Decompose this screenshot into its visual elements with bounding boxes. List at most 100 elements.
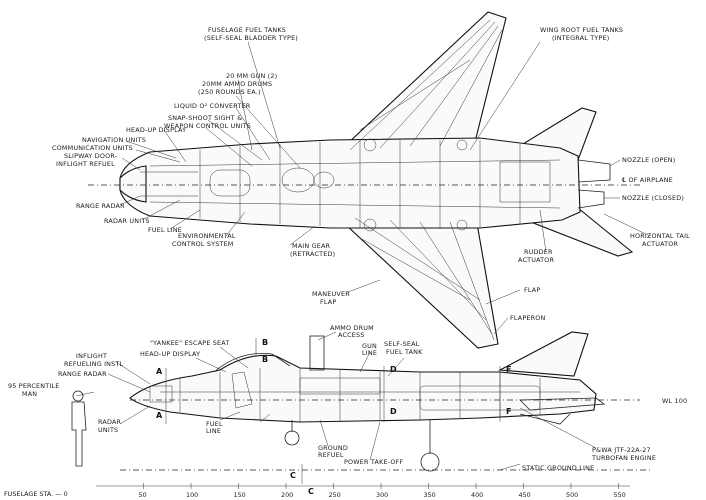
label-centerline: ℄ OF AIRPLANE	[622, 176, 673, 184]
section-b-upper: B	[262, 338, 268, 347]
label-side-range-radar: RANGE RADAR	[58, 370, 107, 378]
fuselage-station-scale: FUSELAGE STA. — 0 50 100 150 200 250 300 350 40…	[4, 483, 630, 499]
section-b-lower: B	[262, 355, 268, 364]
label-escape-seat: "YANKEE" ESCAPE SEAT	[150, 339, 229, 347]
label-engine: P&WA JTF-22A-27	[592, 446, 651, 454]
label-weapon-control: WEAPON CONTROL UNITS	[164, 122, 251, 130]
label-ammo-drums: 20MM AMMO DRUMS	[202, 80, 272, 88]
section-f-lower: F	[506, 407, 511, 416]
plan-nose-radome	[119, 165, 147, 203]
percentile-man-figure	[71, 390, 87, 467]
fuselage-sta-label: FUSELAGE STA. — 0	[4, 490, 68, 498]
station-tick-label: 550	[614, 491, 626, 499]
label-gun-line-2: LINE	[362, 349, 377, 357]
plan-wing-structure	[349, 19, 503, 341]
profile-ammo-drum-access-panel	[309, 335, 325, 371]
station-tick-label: 200	[281, 491, 293, 499]
label-engine-2: TURBOFAN ENGINE	[591, 454, 656, 462]
label-gun-line: GUN	[362, 342, 377, 350]
profile-leader-lines	[75, 331, 597, 471]
label-maneuver-flap: MANEUVER	[312, 290, 350, 298]
profile-view	[71, 331, 650, 472]
label-nozzle-closed: NOZZLE (CLOSED)	[622, 194, 684, 202]
label-wl-100: WL 100	[662, 397, 687, 405]
nose-gear-wheel	[284, 430, 300, 446]
profile-vertical-tail	[498, 331, 589, 377]
label-slipway-door: SLIPWAY DOOR-	[64, 152, 117, 160]
label-wing-root-fuel-tanks: WING ROOT FUEL TANKS	[540, 26, 623, 34]
section-f-upper: F	[506, 365, 511, 374]
station-tick-label: 400	[471, 491, 483, 499]
label-flap: FLAP	[524, 286, 540, 294]
label-main-gear-state: (RETRACTED)	[290, 250, 335, 258]
station-tick-label: 50	[139, 491, 147, 499]
label-power-take-off: POWER TAKE-OFF	[344, 458, 404, 466]
section-c-right: C	[308, 487, 314, 496]
label-fuselage-fuel-tanks: FUSELAGE FUEL TANKS	[208, 26, 286, 34]
label-rudder-actuator-2: ACTUATOR	[518, 256, 555, 264]
plan-fuselage	[119, 137, 581, 229]
label-percentile-man: 95 PERCENTILE	[8, 382, 59, 390]
plan-view-labels: FUSELAGE FUEL TANKS (SELF-SEAL BLADDER T…	[52, 26, 690, 322]
label-side-radar-2: UNITS	[98, 426, 118, 434]
label-side-hud: HEAD-UP DISPLAY	[140, 350, 200, 358]
label-main-gear: MAIN GEAR	[292, 242, 331, 250]
label-self-seal-2: FUEL TANK	[386, 348, 423, 356]
label-ground-refuel: GROUND	[318, 444, 348, 452]
label-env-control: ENVIRONMENTAL	[178, 232, 236, 240]
station-tick-label: 100	[186, 491, 198, 499]
label-horiz-tail: HORIZONTAL TAIL	[630, 232, 690, 240]
label-fuselage-fuel-tanks-type: (SELF-SEAL BLADDER TYPE)	[204, 34, 298, 42]
label-comm-units: COMMUNICATION UNITS	[52, 144, 133, 152]
plan-view	[88, 11, 640, 349]
station-tick-label: 150	[234, 491, 246, 499]
label-env-control-2: CONTROL SYSTEM	[172, 240, 234, 248]
label-self-seal: SELF-SEAL	[384, 340, 420, 348]
label-horiz-tail-2: ACTUATOR	[642, 240, 679, 248]
main-gear-wheel	[420, 452, 440, 472]
label-lox: LIQUID O² CONVERTER	[174, 102, 251, 110]
label-ground-refuel-2: REFUEL	[318, 451, 344, 459]
label-ammo-drums-rounds: (250 ROUNDS EA.)	[198, 88, 261, 96]
station-tick-label: 350	[424, 491, 436, 499]
label-refueling: REFUELING INSTL	[64, 360, 124, 368]
section-a-lower: A	[156, 411, 163, 420]
profile-canopy	[213, 353, 291, 373]
station-tick-label: 500	[566, 491, 578, 499]
label-hud: HEAD-UP DISPLAY	[126, 126, 186, 134]
profile-horizontal-tail	[519, 397, 606, 411]
profile-view-labels: AMMO DRUM ACCESS "YANKEE" ESCAPE SEAT HE…	[8, 324, 687, 472]
label-side-radar: RADAR	[98, 418, 122, 426]
section-d-lower: D	[390, 407, 397, 416]
label-nav-units: NAVIGATION UNITS	[82, 136, 146, 144]
label-ammo-drum-access: AMMO DRUM	[330, 324, 374, 332]
section-c-left: C	[290, 471, 296, 480]
label-fuel-line: FUEL LINE	[148, 226, 182, 234]
label-rudder-actuator: RUDDER	[524, 248, 553, 256]
label-ammo-drum-access-2: ACCESS	[338, 331, 365, 339]
label-percentile-man-2: MAN	[22, 390, 37, 398]
label-snap-shoot: SNAP-SHOOT SIGHT &	[168, 114, 242, 122]
label-side-fuel-line-2: LINE	[206, 427, 221, 435]
plan-internal-structure	[140, 138, 561, 232]
station-tick-label: 300	[376, 491, 388, 499]
label-radar-units: RADAR UNITS	[104, 217, 150, 225]
station-tick-label: 450	[519, 491, 531, 499]
profile-landing-gear	[284, 420, 440, 472]
label-gun: 20 MM GUN (2)	[226, 72, 277, 80]
label-maneuver-flap-2: FLAP	[320, 298, 336, 306]
label-wing-root-fuel-tanks-type: (INTEGRAL TYPE)	[552, 34, 609, 42]
label-nozzle-open: NOZZLE (OPEN)	[622, 156, 676, 164]
label-inflight-refuel: INFLIGHT REFUEL	[56, 160, 115, 168]
plan-nozzle-closed	[577, 189, 605, 209]
plan-leader-lines	[119, 41, 651, 335]
label-side-fuel-line: FUEL	[206, 420, 223, 428]
station-tick-label: 250	[329, 491, 341, 499]
section-a-upper: A	[156, 367, 163, 376]
section-cut-lines	[165, 338, 501, 484]
plan-nozzle-open	[577, 159, 611, 183]
label-flaperon: FLAPERON	[510, 314, 546, 322]
profile-ventral-fin	[519, 413, 571, 425]
label-inflight: INFLIGHT	[76, 352, 107, 360]
